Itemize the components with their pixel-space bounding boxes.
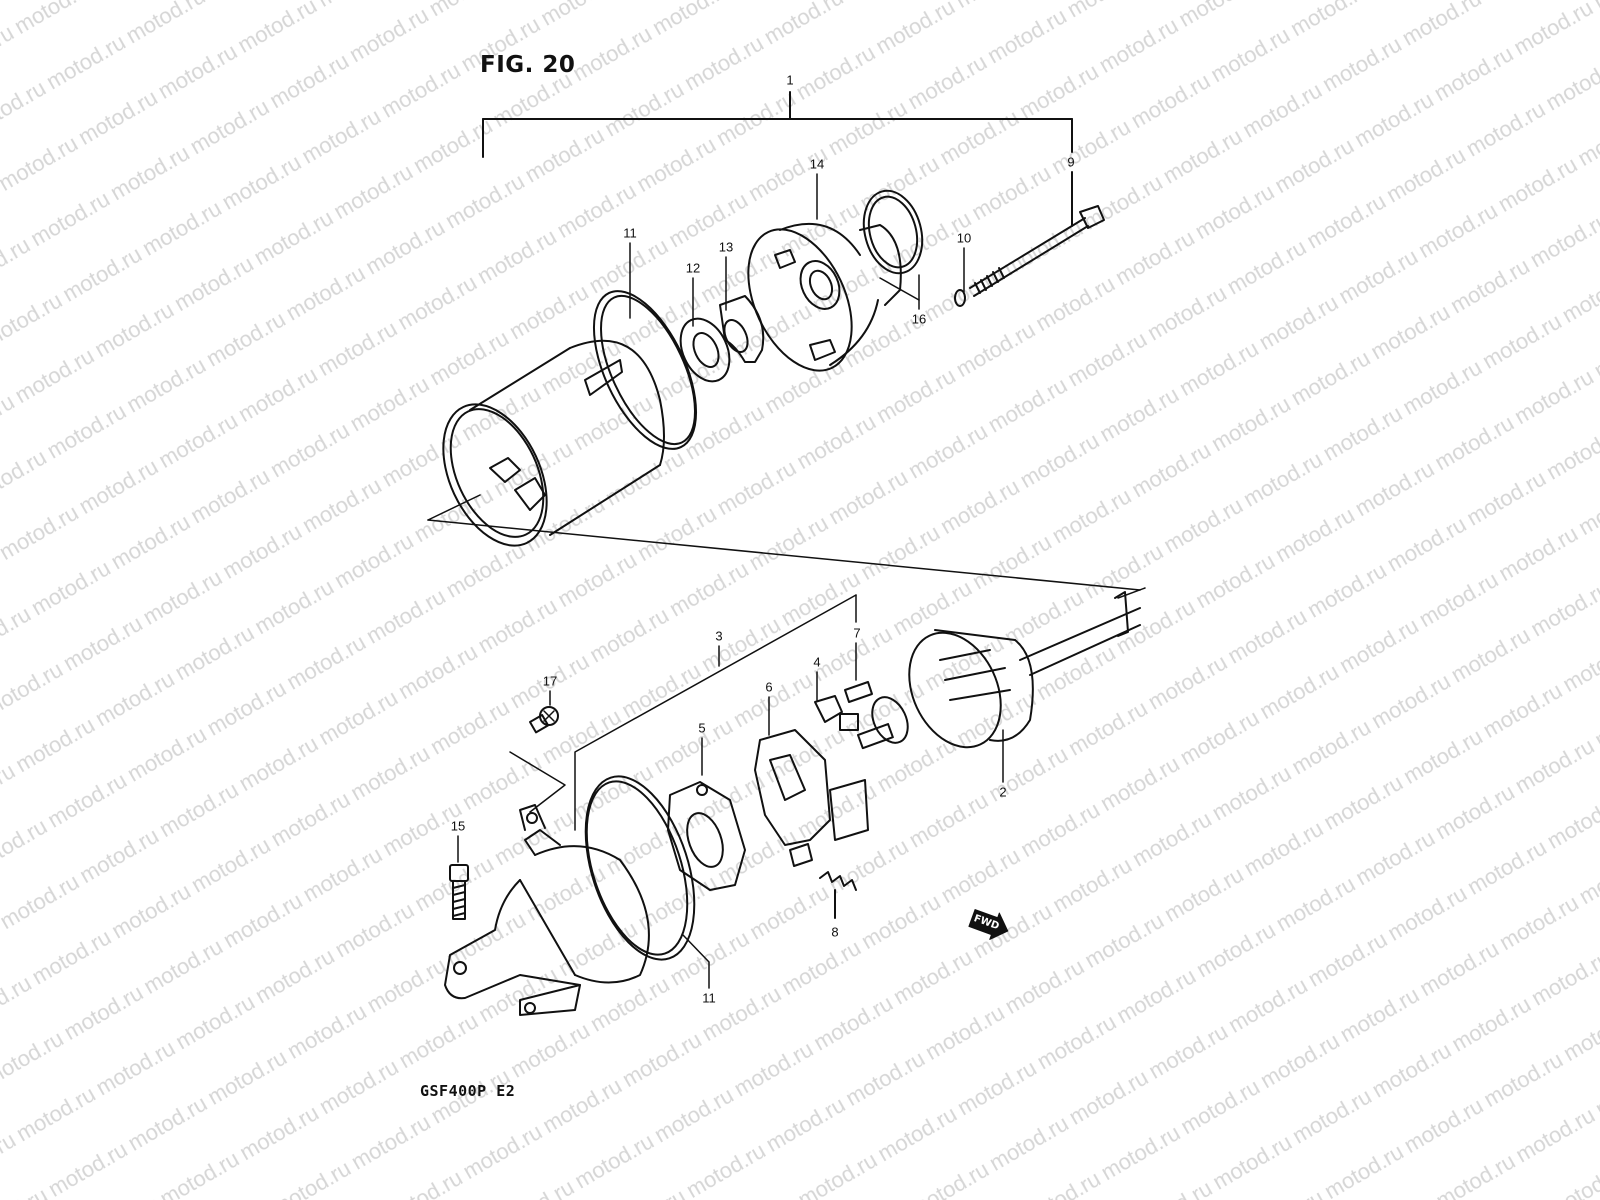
brush-holder (754, 681, 873, 867)
callout-2: 2 (999, 784, 1007, 800)
washers (679, 295, 765, 383)
callout-4: 4 (813, 654, 821, 670)
leader-lines-upper (629, 173, 965, 327)
callout-17: 17 (542, 673, 558, 689)
callout-11-lower: 11 (702, 990, 716, 1006)
axis-lines (427, 494, 1146, 599)
callout-5: 5 (698, 720, 706, 736)
callout-15: 15 (450, 818, 466, 834)
callout-9: 9 (1067, 154, 1075, 170)
armature (856, 591, 1141, 750)
callout-11-upper: 11 (623, 225, 637, 241)
fwd-arrow (968, 909, 1009, 940)
model-code: GSF400P E2 (420, 1082, 516, 1100)
callout-6: 6 (765, 679, 773, 695)
bolt-15 (449, 864, 469, 920)
spring (819, 871, 857, 919)
o-ring-16 (862, 189, 924, 275)
callout-8: 8 (831, 924, 839, 940)
callout-13: 13 (718, 239, 734, 255)
o-ring-lower (584, 775, 696, 961)
o-ring-upper (592, 290, 698, 450)
assembly-bracket (482, 91, 1073, 227)
callout-14: 14 (809, 156, 825, 172)
callout-16: 16 (911, 311, 927, 327)
callout-1: 1 (786, 72, 794, 88)
end-cover (747, 222, 902, 372)
figure-title: FIG. 20 (480, 52, 576, 78)
yoke-housing (442, 339, 665, 547)
callout-3: 3 (715, 628, 723, 644)
callout-7: 7 (853, 625, 861, 641)
callout-10: 10 (956, 230, 972, 246)
rear-bracket (444, 804, 650, 1016)
brush-plate (667, 781, 746, 891)
callout-12: 12 (685, 260, 701, 276)
housing-bolt (954, 205, 1105, 307)
screw-17 (529, 706, 559, 734)
leader-lines-lower (457, 594, 1004, 989)
